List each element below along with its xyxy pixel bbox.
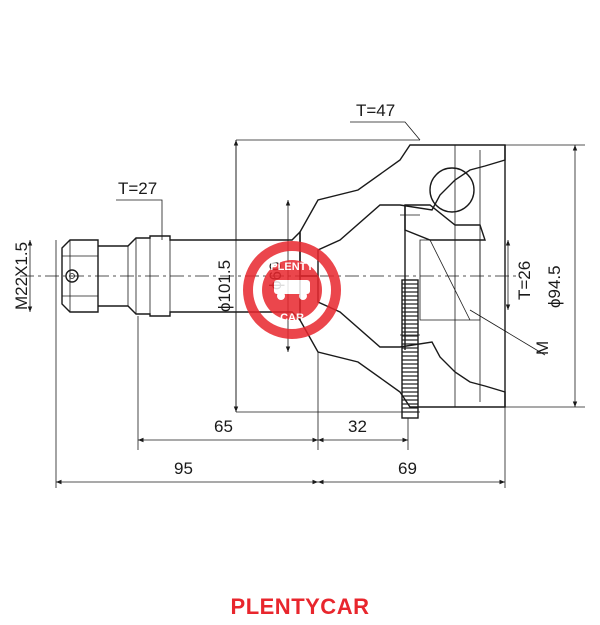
label-thread: M22X1.5	[12, 242, 31, 310]
abs-ring	[401, 279, 419, 419]
label-m: M	[533, 341, 552, 355]
logo-top-text: PLENTY	[270, 261, 314, 273]
label-d945: ϕ94.5	[545, 265, 564, 308]
label-69: 69	[398, 459, 417, 478]
logo-bottom-text: CAR	[280, 312, 304, 324]
label-t27: T=27	[118, 179, 157, 198]
label-65: 65	[214, 417, 233, 436]
inner-race	[400, 167, 486, 350]
label-t47: T=47	[356, 101, 395, 120]
cv-joint-technical-drawing: T=47 T=27 M22X1.5 ϕ101.5 ϕ60 T=26 ϕ94.5 …	[12, 101, 585, 488]
brand-name: PLENTYCAR	[230, 594, 370, 619]
plentycar-logo: PLENTY CAR	[243, 241, 341, 339]
label-d1015: ϕ101.5	[215, 260, 234, 312]
label-32: 32	[348, 417, 367, 436]
label-t26: T=26	[515, 261, 534, 300]
threaded-stub	[61, 239, 99, 313]
label-95: 95	[174, 459, 193, 478]
